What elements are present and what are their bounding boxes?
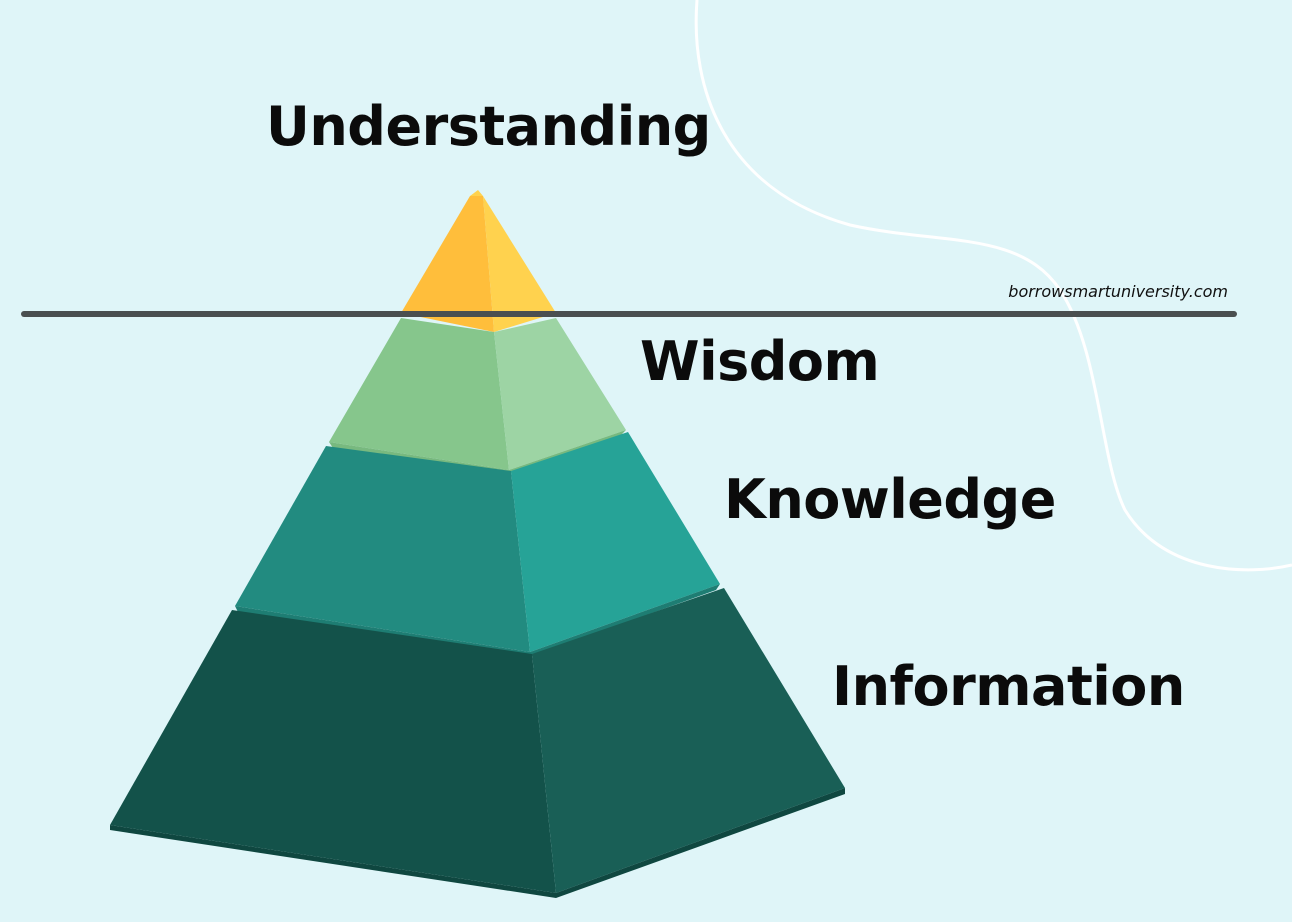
label-wisdom: Wisdom — [640, 330, 880, 393]
pyramid-tier-wisdom — [329, 318, 626, 474]
label-information: Information — [832, 655, 1185, 718]
decorative-curve — [694, 0, 1292, 572]
label-understanding: Understanding — [266, 95, 711, 158]
pyramid-tier-knowledge — [235, 432, 720, 657]
label-knowledge: Knowledge — [724, 468, 1056, 531]
pyramid-tier-apex — [401, 190, 556, 332]
website-url: borrowsmartuniversity.com — [1008, 282, 1228, 301]
pyramid-tier-information — [110, 588, 845, 898]
